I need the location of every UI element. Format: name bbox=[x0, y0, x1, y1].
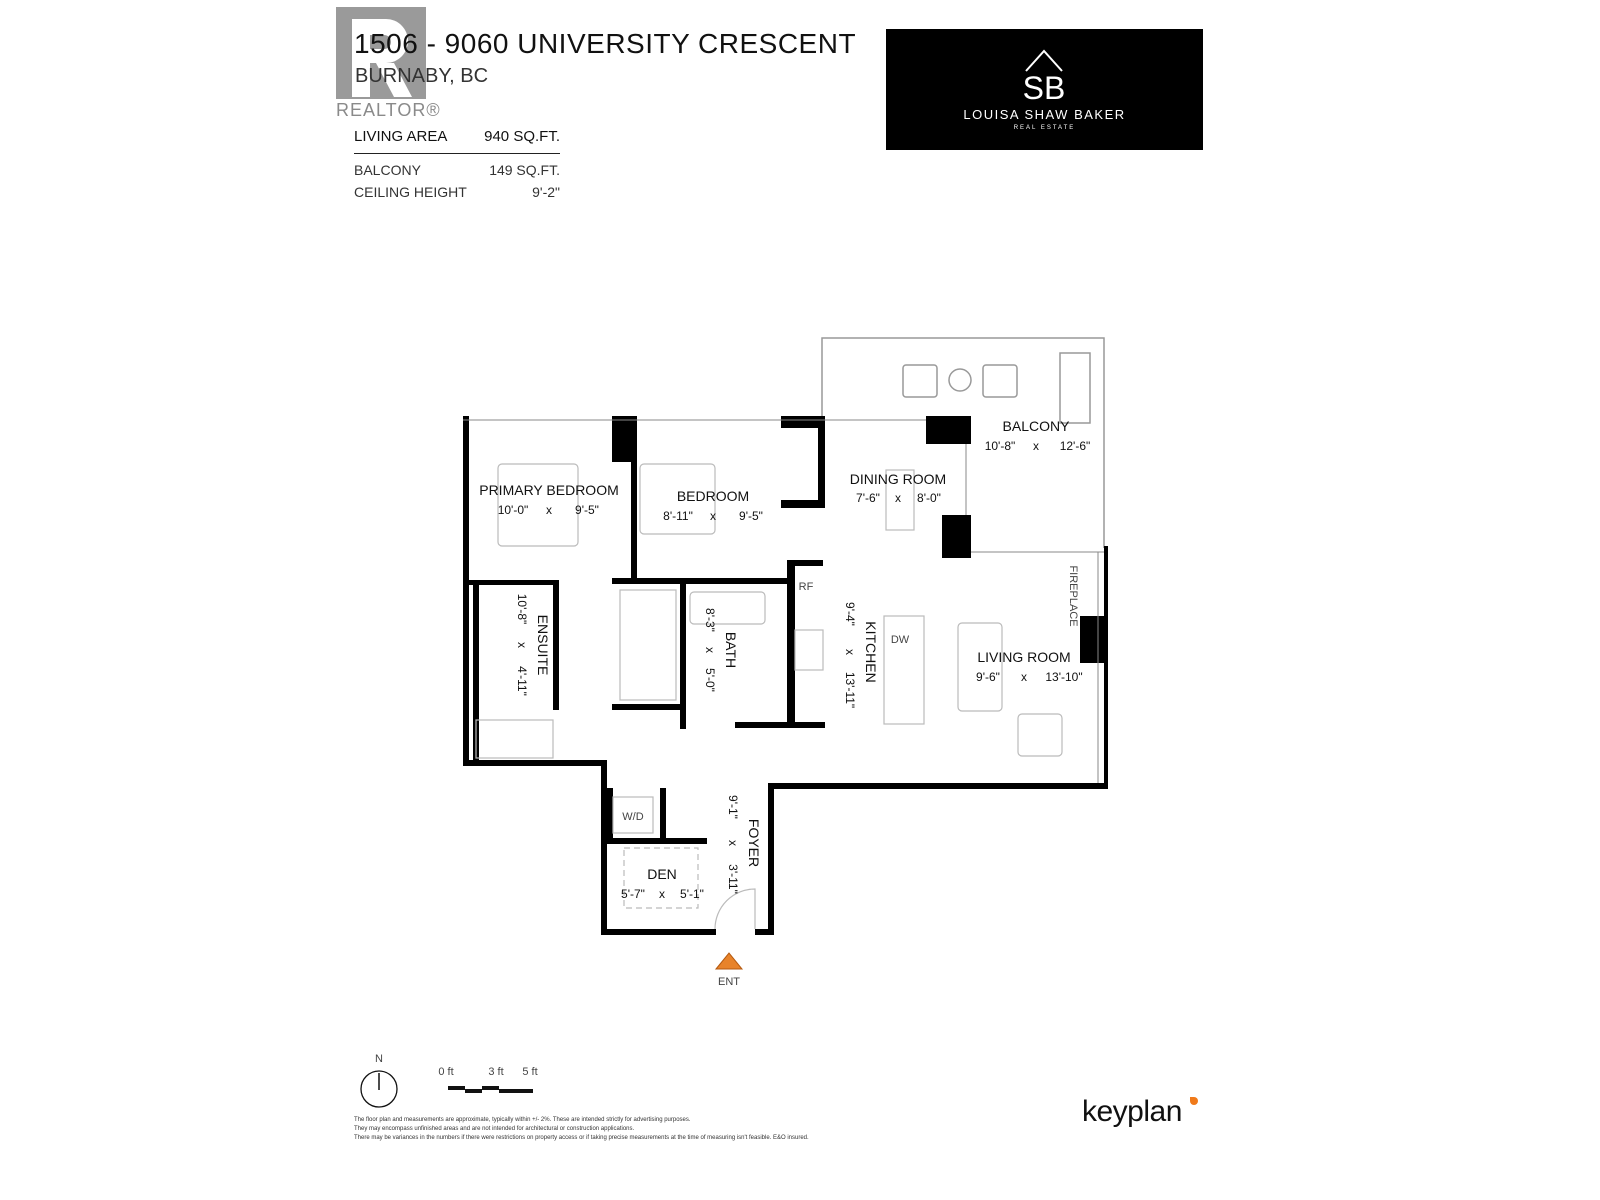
room-kitchen: KITCHEN 9'-4" x 13'-11" bbox=[843, 602, 879, 708]
room-den: DEN 5'-7" x 5'-1" bbox=[621, 866, 704, 901]
spec-value: 9'-2" bbox=[532, 184, 560, 200]
scale-tick: 3 ft bbox=[488, 1066, 503, 1078]
disclaimer-line: They may encompass unfinished areas and … bbox=[354, 1126, 635, 1132]
dim-x: x bbox=[1021, 670, 1027, 684]
room-name: DINING ROOM bbox=[850, 471, 946, 487]
room-height: 9'-5" bbox=[739, 509, 763, 523]
dim-x: x bbox=[515, 642, 529, 648]
scale-bar: 0 ft 3 ft 5 ft bbox=[438, 1066, 538, 1093]
room-dining-room: DINING ROOM 7'-6" x 8'-0" bbox=[850, 471, 946, 505]
room-name: BATH bbox=[723, 632, 739, 668]
house-monogram-icon: SB bbox=[1023, 49, 1066, 106]
brand-name: LOUISA SHAW BAKER bbox=[963, 107, 1126, 122]
room-foyer: FOYER 9'-1" x 3'-11" bbox=[726, 795, 762, 894]
dim-x: x bbox=[1033, 439, 1039, 453]
room-bath: BATH 8'-3" x 5'-0" bbox=[703, 608, 739, 692]
listing-title: 1506 - 9060 UNIVERSITY CRESCENT bbox=[354, 28, 857, 59]
room-width: 10'-8" bbox=[985, 439, 1016, 453]
room-name: PRIMARY BEDROOM bbox=[479, 482, 619, 498]
room-width: 7'-6" bbox=[856, 491, 880, 505]
furniture bbox=[475, 463, 1063, 930]
dim-x: x bbox=[546, 503, 552, 517]
keyplan-logo: keyplan bbox=[1082, 1095, 1182, 1128]
compass-north-label: N bbox=[375, 1053, 383, 1065]
room-width: 10'-0" bbox=[498, 503, 529, 517]
room-height: 5'-0" bbox=[703, 668, 717, 692]
spec-label: LIVING AREA bbox=[354, 128, 448, 145]
room-height: 12'-6" bbox=[1060, 439, 1091, 453]
room-name: FOYER bbox=[746, 819, 762, 867]
room-name: ENSUITE bbox=[535, 615, 551, 676]
spec-value: 149 SQ.FT. bbox=[489, 162, 560, 178]
scale-tick: 5 ft bbox=[522, 1066, 537, 1078]
compass-icon bbox=[360, 1070, 398, 1108]
dim-x: x bbox=[710, 509, 716, 523]
room-height: 4'-11" bbox=[515, 666, 529, 696]
divider bbox=[354, 153, 560, 154]
refrigerator-label: RF bbox=[799, 581, 814, 593]
listing-city: BURNABY, BC bbox=[355, 65, 489, 87]
disclaimer-line: There may be variances in the numbers if… bbox=[354, 1135, 809, 1141]
room-balcony: BALCONY 10'-8" x 12'-6" bbox=[985, 418, 1091, 453]
room-width: 9'-1" bbox=[726, 795, 740, 819]
realtor-logo bbox=[336, 7, 426, 99]
room-name: BEDROOM bbox=[677, 488, 749, 504]
room-primary-bedroom: PRIMARY BEDROOM 10'-0" x 9'-5" bbox=[479, 482, 619, 517]
spec-balcony: BALCONY 149 SQ.FT. bbox=[354, 162, 560, 178]
room-living-room: LIVING ROOM 9'-6" x 13'-10" bbox=[976, 649, 1083, 684]
room-height: 3'-11" bbox=[726, 864, 740, 894]
entrance-arrow-icon bbox=[714, 952, 744, 970]
walls bbox=[463, 416, 1108, 935]
entrance-label: ENT bbox=[718, 976, 740, 988]
room-bedroom: BEDROOM 8'-11" x 9'-5" bbox=[663, 488, 763, 523]
dishwasher-label: DW bbox=[891, 634, 910, 646]
spec-label: BALCONY bbox=[354, 162, 421, 178]
spec-living-area: LIVING AREA 940 SQ.FT. bbox=[354, 128, 560, 145]
keyplan-mark-icon bbox=[1190, 1097, 1198, 1105]
dim-x: x bbox=[726, 840, 740, 846]
room-width: 8'-11" bbox=[663, 509, 693, 523]
room-width: 9'-6" bbox=[976, 670, 1000, 684]
room-width: 8'-3" bbox=[703, 608, 717, 632]
room-height: 9'-5" bbox=[575, 503, 599, 517]
spec-label: CEILING HEIGHT bbox=[354, 184, 467, 200]
room-name: LIVING ROOM bbox=[977, 649, 1070, 665]
room-height: 8'-0" bbox=[917, 491, 941, 505]
dim-x: x bbox=[703, 647, 717, 653]
washer-dryer-label: W/D bbox=[622, 811, 643, 823]
dim-x: x bbox=[659, 887, 665, 901]
room-width: 5'-7" bbox=[621, 887, 645, 901]
brand-subtitle: REAL ESTATE bbox=[1013, 125, 1076, 131]
scale-tick: 0 ft bbox=[438, 1066, 453, 1078]
room-height: 5'-1" bbox=[680, 887, 704, 901]
spec-value: 940 SQ.FT. bbox=[484, 128, 560, 145]
disclaimer-line: The floor plan and measurements are appr… bbox=[354, 1117, 691, 1123]
room-width: 10'-8" bbox=[515, 594, 529, 625]
realtor-logo-text: REALTOR® bbox=[336, 100, 441, 120]
room-width: 9'-4" bbox=[843, 602, 857, 626]
compass: N bbox=[360, 1053, 398, 1108]
dim-x: x bbox=[843, 649, 857, 655]
windows bbox=[463, 419, 1104, 783]
entrance-marker: ENT bbox=[714, 952, 744, 988]
room-name: DEN bbox=[647, 866, 677, 882]
monogram: SB bbox=[1023, 70, 1066, 106]
room-labels: PRIMARY BEDROOM 10'-0" x 9'-5" BEDROOM 8… bbox=[479, 418, 1090, 901]
dim-x: x bbox=[895, 491, 901, 505]
realtor-r-icon bbox=[352, 19, 412, 97]
fireplace-label: FIREPLACE bbox=[1067, 565, 1079, 626]
brand-logo: SB LOUISA SHAW BAKER REAL ESTATE bbox=[886, 29, 1203, 150]
room-ensuite: ENSUITE 10'-8" x 4'-11" bbox=[515, 594, 551, 696]
room-name: KITCHEN bbox=[863, 621, 879, 682]
room-name: BALCONY bbox=[1003, 418, 1071, 434]
room-height: 13'-11" bbox=[843, 672, 857, 708]
spec-ceiling-height: CEILING HEIGHT 9'-2" bbox=[354, 184, 560, 200]
room-height: 13'-10" bbox=[1045, 670, 1082, 684]
disclaimer: The floor plan and measurements are appr… bbox=[354, 1116, 809, 1143]
balcony-outline bbox=[821, 337, 1105, 548]
